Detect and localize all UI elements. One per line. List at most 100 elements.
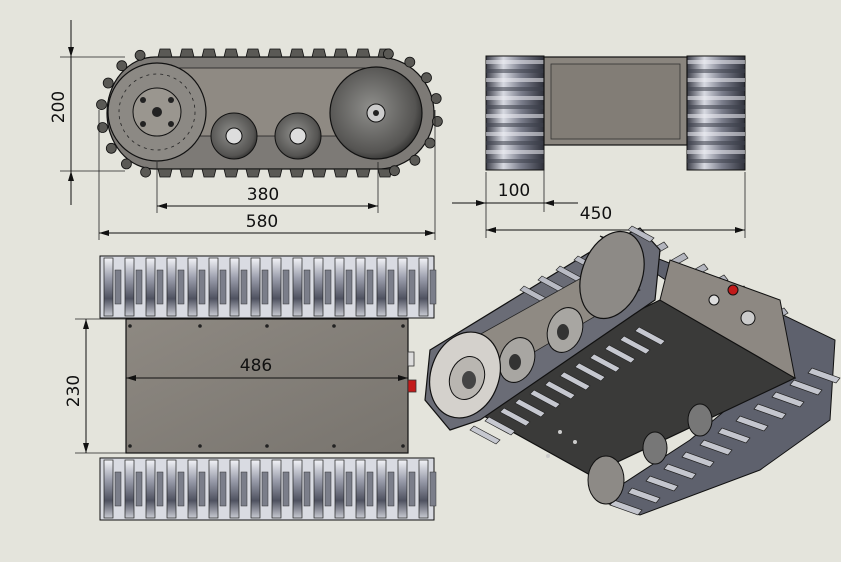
dim-body-width: 230 (64, 375, 84, 407)
top-track-link (261, 269, 269, 305)
side-end-cleat (424, 137, 436, 149)
side-end-cleat (97, 122, 108, 133)
side-end-cleat (421, 72, 432, 84)
iso-idler-wheel (579, 230, 645, 320)
top-track-segment (271, 459, 282, 519)
iso-far-cleat (645, 475, 679, 492)
top-track-segment (376, 257, 387, 317)
front-track-band (486, 69, 544, 73)
top-track-segment (355, 459, 366, 519)
top-track-link (114, 471, 122, 507)
side-cleat (267, 168, 283, 178)
top-track-segment (229, 459, 240, 519)
side-end-cleat (105, 142, 117, 154)
side-end-cleat (389, 165, 400, 177)
top-track-link (282, 269, 290, 305)
dim-track-width: 100 (498, 181, 530, 201)
side-cleat (289, 48, 305, 58)
top-track-segment (229, 257, 240, 317)
front-track-band (486, 78, 544, 82)
front-track-band (486, 159, 544, 163)
dim-overall-width: 450 (580, 204, 612, 224)
top-track-link (135, 471, 143, 507)
top-track-link (156, 269, 164, 305)
side-cleat (267, 48, 283, 58)
iso-near-cleat (514, 398, 546, 418)
iso-far-cleat (699, 439, 733, 456)
top-track-segment (334, 459, 345, 519)
side-cleat (377, 168, 393, 178)
top-track-link (408, 471, 416, 507)
side-end-cleat (116, 60, 128, 72)
side-end-cleat (140, 166, 152, 178)
top-track-link (156, 471, 164, 507)
iso-near-cleat (634, 326, 666, 346)
top-track-link (177, 269, 185, 305)
top-track-link (114, 269, 122, 305)
iso-far-cleat (627, 487, 661, 504)
top-track-segment (313, 257, 324, 317)
front-track-band (486, 87, 544, 91)
front-track-band (687, 114, 745, 118)
side-cleat (355, 48, 371, 58)
top-track-link (282, 471, 290, 507)
top-track-segment (187, 257, 198, 317)
side-cleat (201, 48, 217, 58)
top-track-link (408, 269, 416, 305)
top-track-segment (208, 257, 219, 317)
iso-near-cleat (529, 389, 561, 409)
top-track-link (324, 269, 332, 305)
top-track-segment (355, 257, 366, 317)
isometric-view (424, 225, 841, 516)
top-track-segment (292, 257, 303, 317)
iso-near-cleat (499, 407, 531, 427)
top-track-link (366, 269, 374, 305)
side-cleat (245, 48, 261, 58)
iso-far-cleat (735, 415, 769, 432)
iso-switch (740, 310, 756, 326)
side-cleat (201, 168, 217, 178)
top-track-segment (292, 459, 303, 519)
side-bottom-cleats (96, 48, 443, 178)
side-end-cleat (134, 49, 146, 61)
iso-far-cleat (771, 391, 805, 408)
iso-far-cleat (753, 403, 787, 420)
side-cleat (311, 48, 327, 58)
top-red-button (407, 379, 417, 393)
front-dimensions: 100 450 (452, 150, 746, 238)
top-track-link (345, 471, 353, 507)
front-view (485, 55, 746, 171)
side-cleat (223, 48, 239, 58)
top-track-segment (208, 459, 219, 519)
top-view (99, 255, 437, 521)
front-track-band (486, 141, 544, 145)
iso-near-cleat (627, 225, 655, 243)
front-track-band (486, 105, 544, 109)
top-track-link (240, 471, 248, 507)
top-track-link (429, 269, 437, 305)
iso-near-cleat (589, 353, 621, 373)
top-track-segment (187, 459, 198, 519)
side-end-cleat (382, 48, 394, 60)
top-track-link (303, 471, 311, 507)
top-track-link (324, 471, 332, 507)
top-track-segment (103, 257, 114, 317)
top-chassis-plate (125, 318, 409, 454)
top-track-link (387, 471, 395, 507)
front-track-band (687, 78, 745, 82)
front-track-band (687, 87, 745, 91)
iso-far-cleat (681, 451, 715, 468)
top-track-segment (145, 459, 156, 519)
iso-near-cleat (469, 425, 501, 445)
side-end-cleat (102, 77, 114, 89)
side-cleat (157, 48, 173, 58)
top-track-link (135, 269, 143, 305)
top-track-link (198, 471, 206, 507)
top-track-segment (271, 257, 282, 317)
top-track-segment (313, 459, 324, 519)
front-track-band (687, 60, 745, 64)
top-track-link (177, 471, 185, 507)
top-track-link (429, 471, 437, 507)
